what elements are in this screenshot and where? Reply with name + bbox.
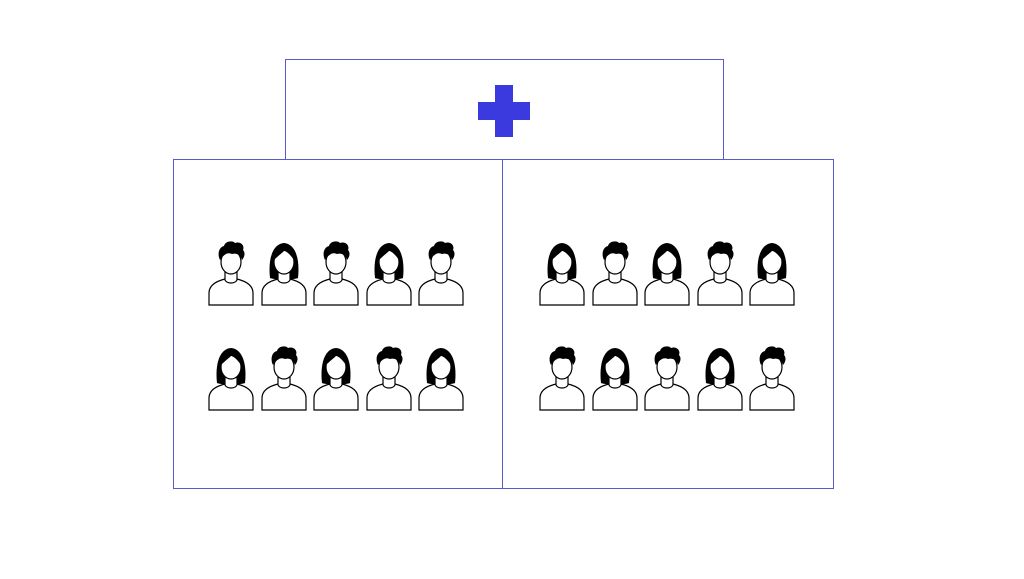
right-group-panel bbox=[502, 159, 834, 489]
male-person-icon bbox=[260, 343, 308, 411]
female-person-icon bbox=[312, 343, 360, 411]
female-person-icon bbox=[643, 238, 691, 306]
male-person-icon bbox=[591, 238, 639, 306]
medical-cross-icon bbox=[478, 85, 530, 137]
male-person-icon bbox=[696, 238, 744, 306]
male-person-icon bbox=[538, 343, 586, 411]
female-person-icon bbox=[417, 343, 465, 411]
male-person-icon bbox=[365, 343, 413, 411]
female-person-icon bbox=[696, 343, 744, 411]
left-group-panel bbox=[173, 159, 504, 489]
female-person-icon bbox=[365, 238, 413, 306]
male-person-icon bbox=[312, 238, 360, 306]
female-person-icon bbox=[207, 343, 255, 411]
male-person-icon bbox=[417, 238, 465, 306]
female-person-icon bbox=[748, 238, 796, 306]
male-person-icon bbox=[643, 343, 691, 411]
female-person-icon bbox=[538, 238, 586, 306]
male-person-icon bbox=[207, 238, 255, 306]
male-person-icon bbox=[748, 343, 796, 411]
female-person-icon bbox=[260, 238, 308, 306]
female-person-icon bbox=[591, 343, 639, 411]
